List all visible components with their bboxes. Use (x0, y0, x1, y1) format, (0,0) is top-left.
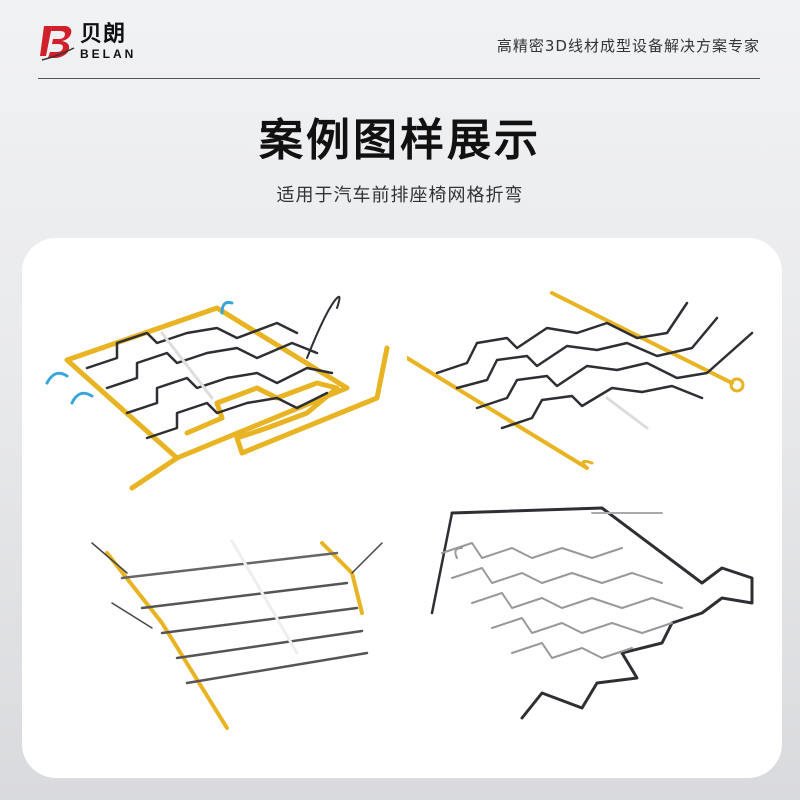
case-image-1 (37, 288, 407, 498)
header-divider (38, 78, 760, 79)
page-title: 案例图样展示 (259, 115, 541, 166)
showcase-card (22, 238, 782, 778)
brand-name-en: BELAN (80, 47, 137, 61)
logo-mark-icon (40, 26, 75, 61)
page-subtitle: 适用于汽车前排座椅网格折弯 (276, 185, 524, 206)
brand-name-cn: 贝朗 (80, 22, 127, 47)
case-image-3 (82, 533, 392, 733)
brand-logo: 贝朗 BELAN (38, 22, 136, 62)
case-image-2 (405, 288, 772, 488)
tagline: 高精密3D线材成型设备解决方案专家 (496, 37, 760, 55)
case-image-4 (422, 503, 772, 743)
